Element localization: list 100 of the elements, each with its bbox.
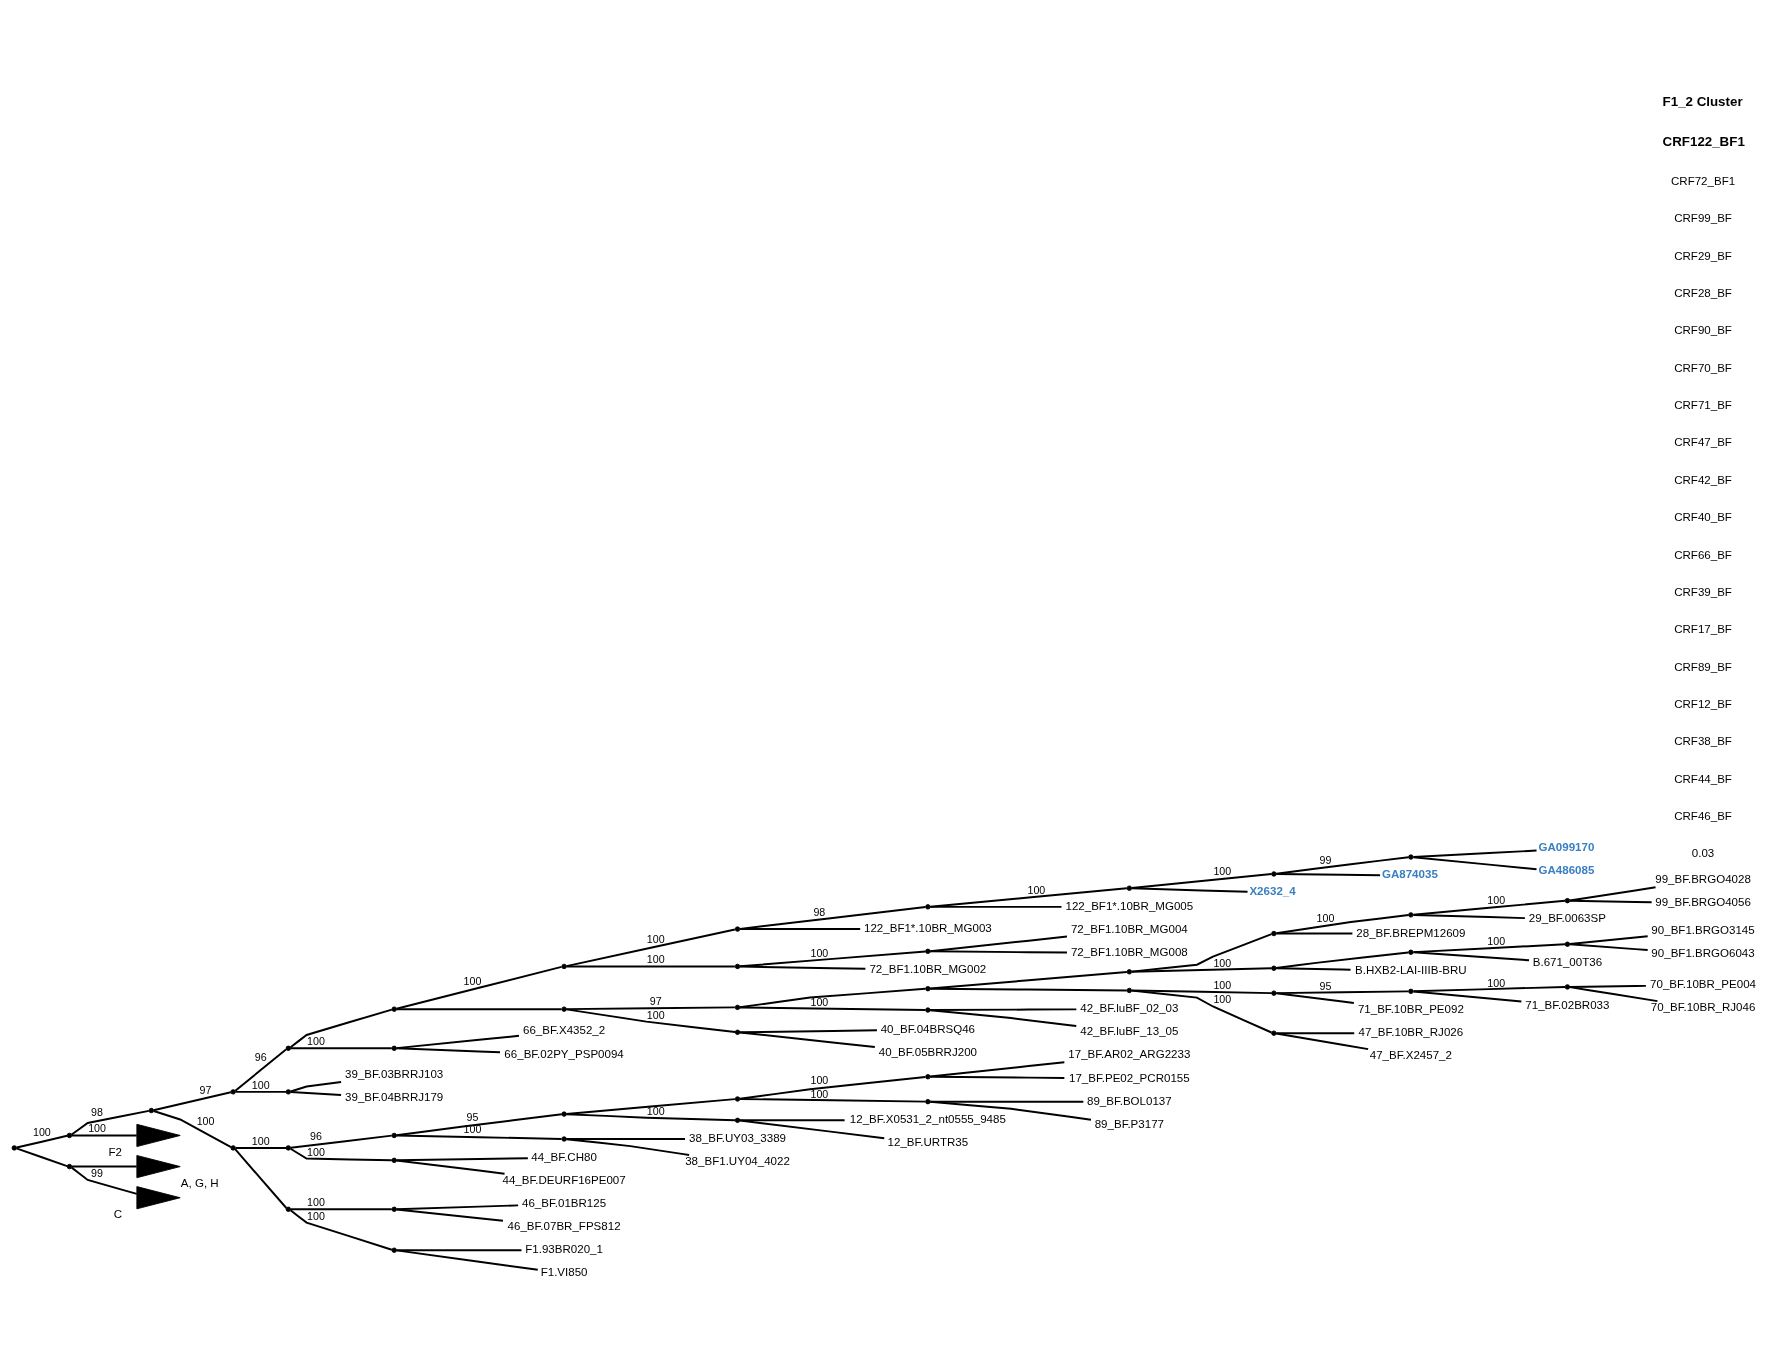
node-point xyxy=(1564,983,1571,990)
label: CRF29_BF xyxy=(1674,249,1732,262)
node-point xyxy=(734,925,741,932)
connector xyxy=(929,1060,1066,1078)
connector xyxy=(395,1112,563,1136)
connector xyxy=(739,965,867,970)
connector xyxy=(1568,942,1649,951)
node-text: 44_BF.CH80 xyxy=(531,1150,597,1163)
connector xyxy=(395,1248,523,1251)
node-point xyxy=(391,1247,397,1253)
edge-label: 100 xyxy=(1213,864,1232,877)
connector xyxy=(1130,886,1249,893)
node-text: 72_BF1.10BR_MG008 xyxy=(1070,945,1188,958)
label: CRF44_BF xyxy=(1674,772,1732,785)
label: CRF89_BF xyxy=(1674,660,1732,673)
node-point xyxy=(230,1088,236,1095)
connector xyxy=(739,927,862,930)
node-text: 66_BF.X4352_2 xyxy=(522,1023,606,1036)
node-point xyxy=(561,1005,567,1012)
node-point xyxy=(1271,930,1277,936)
edge-label: 100 xyxy=(307,1195,325,1208)
connector xyxy=(234,1090,287,1093)
connector xyxy=(929,1100,1092,1121)
node-text: 39_BF.03BRRJ103 xyxy=(345,1067,444,1080)
node-point xyxy=(1271,965,1277,971)
connector xyxy=(289,1090,343,1096)
connector xyxy=(1275,855,1410,875)
node-text: X2632_4 xyxy=(1249,884,1296,897)
node-text: 28_BF.BREPM12609 xyxy=(1356,926,1466,939)
connector xyxy=(565,1112,737,1121)
node-point xyxy=(1408,853,1414,860)
edge-label: 100 xyxy=(646,1008,665,1021)
connector xyxy=(565,1005,736,1010)
node-point xyxy=(66,1132,73,1138)
node-point xyxy=(1564,941,1571,947)
node-text: GA099170 xyxy=(1538,840,1595,853)
connector xyxy=(234,1048,287,1092)
node-point xyxy=(734,1095,741,1102)
edge-label: 100 xyxy=(1487,934,1506,947)
connector xyxy=(739,1031,876,1048)
connector xyxy=(929,970,1128,990)
connector xyxy=(70,1165,138,1168)
node-point xyxy=(285,1206,291,1212)
connector xyxy=(1412,855,1538,870)
node-point xyxy=(925,1006,931,1013)
connector xyxy=(1412,990,1523,1002)
connector xyxy=(289,1008,393,1048)
node-point xyxy=(561,1135,567,1142)
node-point xyxy=(734,1029,741,1035)
connector xyxy=(929,987,1128,991)
label: CRF66_BF xyxy=(1674,548,1732,561)
connector xyxy=(739,1118,846,1121)
edge-label: 100 xyxy=(463,974,482,987)
connector xyxy=(1412,942,1566,953)
connector xyxy=(395,1207,504,1222)
node-text: 46_BF.07BR_FPS812 xyxy=(507,1219,621,1232)
node-point xyxy=(11,1144,17,1151)
connector xyxy=(152,1090,232,1111)
connector xyxy=(395,965,563,1010)
node-point xyxy=(734,963,741,969)
connector xyxy=(70,1109,150,1135)
node-text: GA874035 xyxy=(1381,867,1438,880)
label: CRF42_BF xyxy=(1674,473,1732,486)
connector xyxy=(1275,913,1410,934)
edge-label: 100 xyxy=(88,1121,106,1134)
node-text: F1.VI850 xyxy=(540,1265,588,1278)
connector xyxy=(395,1007,563,1010)
edge-label: 100 xyxy=(307,1145,325,1158)
node-point xyxy=(285,1144,291,1151)
edge-label: 100 xyxy=(810,946,829,959)
edge-label: 100 xyxy=(646,1104,665,1117)
node-point xyxy=(925,985,931,991)
connector xyxy=(739,1028,878,1033)
connector xyxy=(289,1208,393,1251)
node-point xyxy=(1408,911,1414,918)
connector xyxy=(1275,1031,1370,1050)
node-text: 89_BF.P3177 xyxy=(1094,1117,1165,1130)
node-point xyxy=(285,1088,291,1095)
node-point xyxy=(1126,987,1133,993)
connector xyxy=(739,1119,886,1139)
node-text: 90_BF1.BRGO3145 xyxy=(1651,923,1755,936)
connector xyxy=(152,1109,232,1148)
label: CRF71_BF xyxy=(1674,398,1732,411)
connector xyxy=(1130,932,1273,973)
connector xyxy=(15,1134,69,1149)
node-text: 12_BF.URTR35 xyxy=(887,1135,969,1148)
label: CRF46_BF xyxy=(1674,809,1732,822)
node-text: 42_BF.luBF_02_03 xyxy=(1080,1001,1179,1014)
connector xyxy=(234,1147,288,1209)
connector xyxy=(565,1137,691,1156)
connector xyxy=(395,1248,539,1271)
connector xyxy=(929,905,1063,908)
node-point xyxy=(1271,989,1277,996)
connector xyxy=(929,886,1128,908)
connector xyxy=(929,1075,1066,1079)
edge-label: 100 xyxy=(810,995,829,1008)
node-text: 122_BF1*.10BR_MG003 xyxy=(864,921,992,934)
connector xyxy=(289,1134,393,1149)
edge-label: 97 xyxy=(199,1083,212,1096)
node-point xyxy=(391,1132,397,1138)
